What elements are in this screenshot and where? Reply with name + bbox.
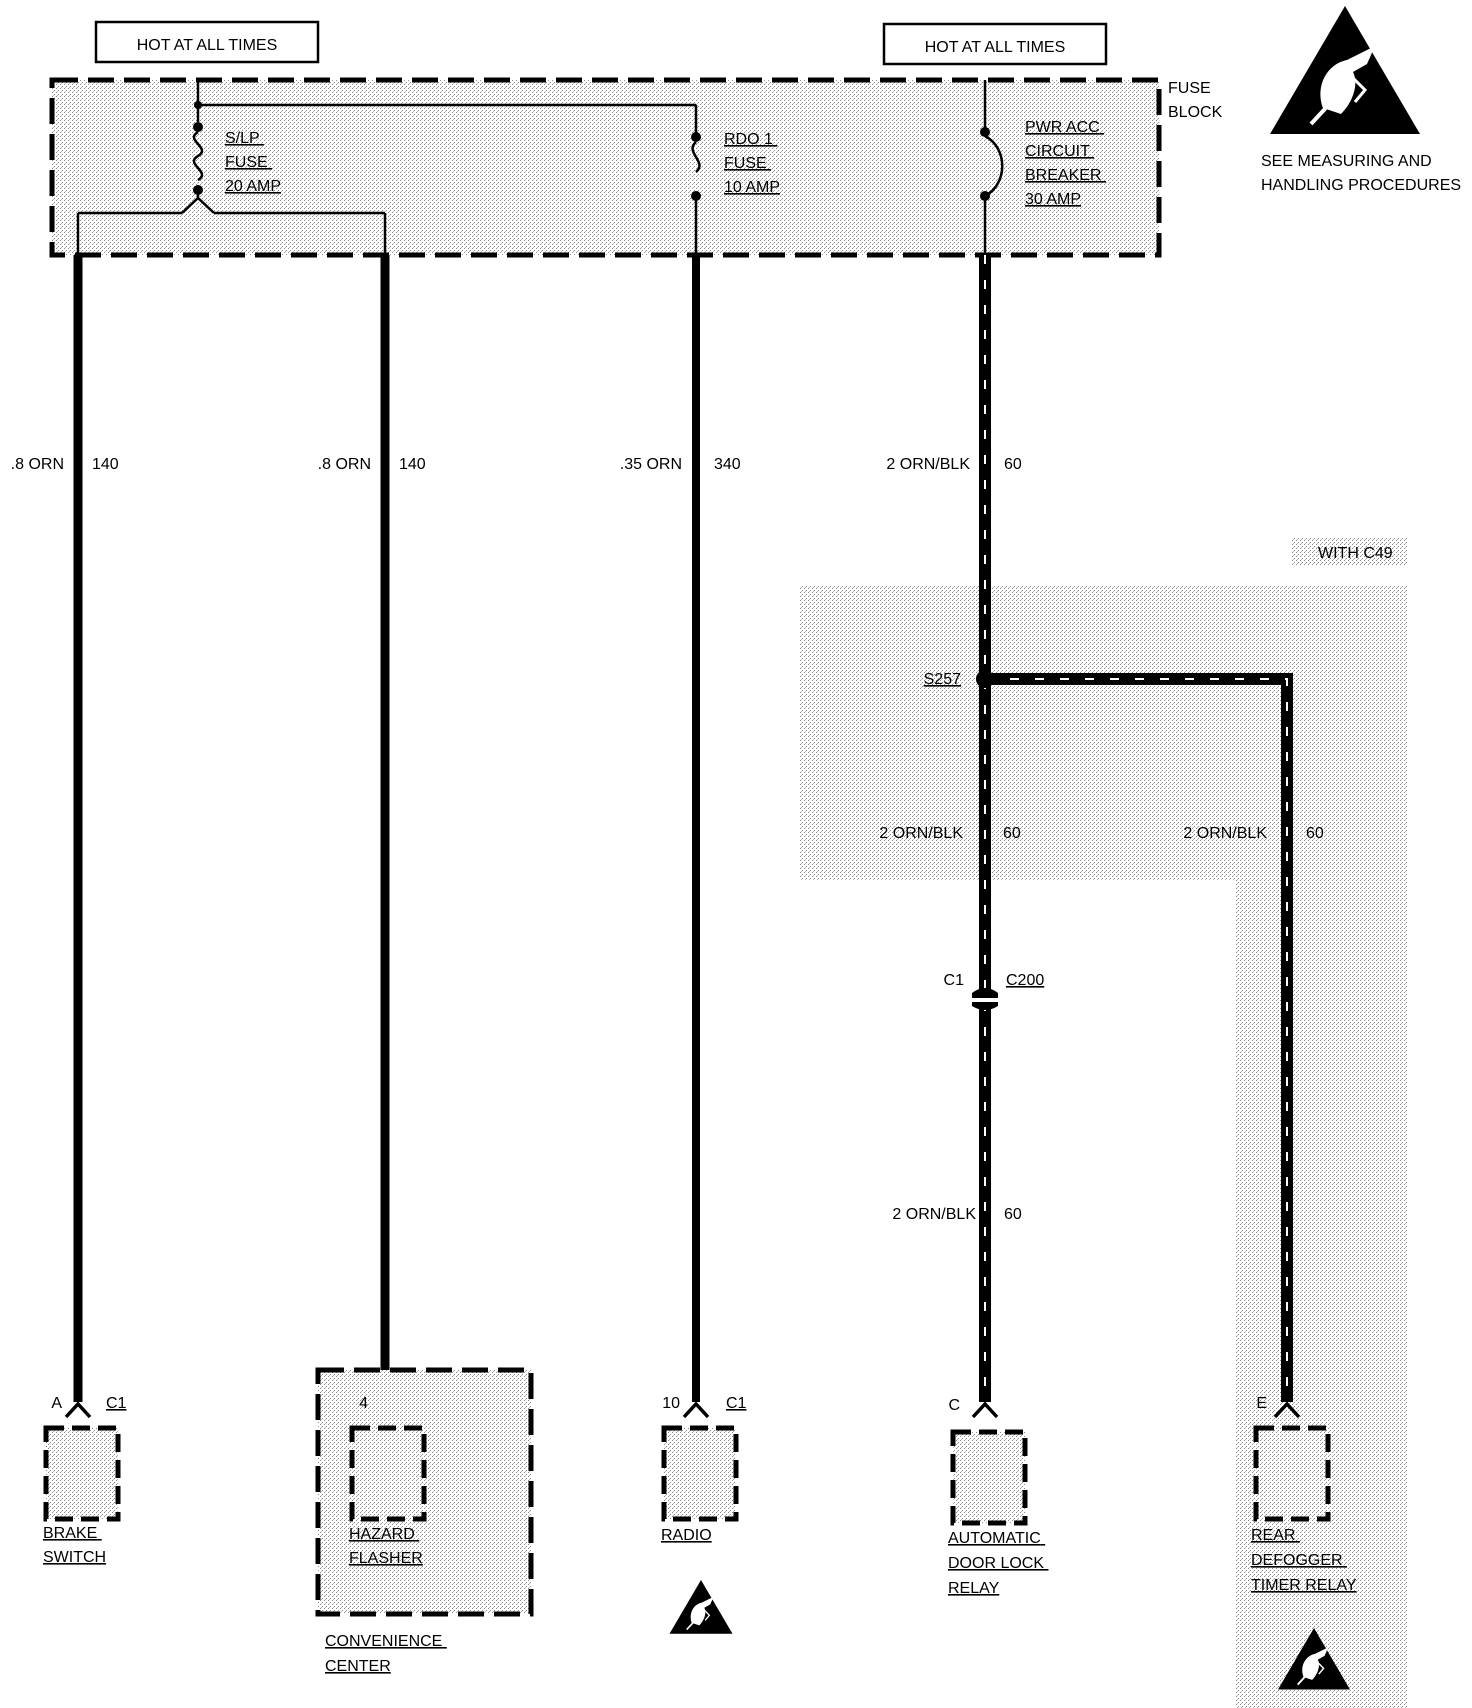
splice-s257 [976,670,994,688]
wire-circuit-label: 60 [1003,825,1021,842]
terminal-pin-label: A [51,1395,62,1412]
terminal-connector-label: C1 [106,1395,127,1412]
esd-notice: SEE MEASURING AND HANDLING PROCEDURES [1261,153,1461,194]
splice-label: S257 [924,671,961,688]
brake-switch-label: BRAKE SWITCH [43,1525,106,1566]
hazard-flasher-box [349,1425,427,1522]
door-lock-relay-box [950,1429,1028,1526]
hazard-flasher-label: HAZARD FLASHER [349,1526,423,1567]
circuit-breaker-label: PWR ACC CIRCUIT BREAKER 30 AMP [1025,119,1106,208]
wire-circuit-label: 340 [714,456,741,473]
fuse-block-internal-wiring [76,80,1004,255]
connector-c1-label: C1 [944,972,965,989]
wire-circuit-label: 140 [399,456,426,473]
wire-gauge-label: .35 ORN [620,456,682,473]
wire-circuit-label: 60 [1004,1206,1022,1223]
wire-circuit-label: 60 [1306,825,1324,842]
wire-circuit-label: 60 [1004,456,1022,473]
supply-label-box-right [882,22,1108,66]
defogger-relay-label: REAR DEFOGGER TIMER RELAY [1251,1527,1357,1594]
defogger-relay-box [1253,1425,1331,1522]
connector-c200-label: C200 [1006,972,1044,989]
radio-box [661,1425,739,1522]
esd-warning-icon-large [1268,4,1422,136]
fuse-rdo1-label: RDO 1 FUSE 10 AMP [724,131,780,196]
connector-c200 [972,988,998,1010]
option-label: WITH C49 [1318,545,1393,562]
wire-gauge-label: 2 ORN/BLK [892,1206,976,1223]
supply-label-left: HOT AT ALL TIMES [137,37,278,54]
wire-circuit-label: 140 [92,456,119,473]
supply-label-right: HOT AT ALL TIMES [925,39,1066,56]
wire-gauge-label: 2 ORN/BLK [1183,825,1267,842]
component-boxes [43,1425,1331,1526]
option-box [1292,538,1407,566]
option-region-shading [800,585,1408,1708]
door-lock-relay-label: AUTOMATIC DOOR LOCK RELAY [948,1530,1048,1597]
esd-warning-icon-radio [668,1579,734,1635]
fuse-block [49,77,1162,258]
brake-switch-box [43,1425,121,1522]
terminal-chevrons [64,1401,1301,1419]
terminal-pin-label: C [948,1397,960,1414]
wire-gauge-label: .8 ORN [318,456,371,473]
fuse-block-label: FUSE BLOCK [1168,80,1223,121]
radio-label: RADIO [661,1527,712,1544]
wire-gauge-label: 2 ORN/BLK [886,456,970,473]
wire-gauge-label: 2 ORN/BLK [879,825,963,842]
convenience-center-label: CONVENIENCE CENTER [325,1633,447,1675]
wire-gauge-label: .8 ORN [11,456,64,473]
terminal-pin-label: 10 [662,1395,680,1412]
terminal-pin-label: 4 [359,1395,368,1412]
fuse-terminals [193,101,990,201]
terminal-connector-label: C1 [726,1395,747,1412]
tracer-stripes [984,255,1288,1402]
terminal-pin-label: E [1256,1395,1267,1412]
supply-label-box-left [94,20,320,64]
fuse-slp-label: S/LP FUSE 20 AMP [225,130,281,195]
